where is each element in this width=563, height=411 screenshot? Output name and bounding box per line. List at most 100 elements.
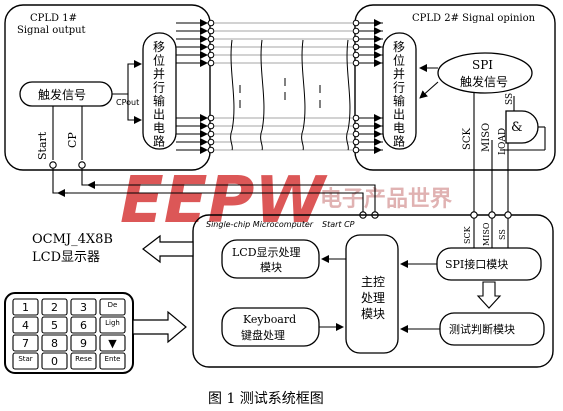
lcd-display: OCMJ_4X8B LCD显示器 [32, 232, 194, 265]
keypad-key-label: 7 [22, 337, 29, 350]
pin [352, 114, 360, 122]
keypad-key[interactable] [41, 334, 68, 352]
keypad-key[interactable] [12, 334, 39, 352]
cpld1-shift-char: 路 [153, 134, 165, 149]
cpld1-shift-char: 输 [153, 93, 165, 108]
keypad-key[interactable] [12, 316, 39, 334]
keypad-key-label: 3 [80, 301, 87, 314]
keypad-key[interactable] [70, 298, 97, 316]
main-ctrl-char: 处理 [361, 291, 385, 305]
figure-caption: 图 1 测试系统框图 [208, 391, 324, 407]
mcu-box: Single-chip Microcomputer Start CP LCD显示… [192, 211, 554, 368]
cpld1-cp-label: CP [66, 132, 79, 148]
watermark-logo-text: EEPW [120, 164, 328, 238]
cpld1-shift-register [142, 32, 177, 150]
pin [352, 43, 360, 51]
cpld1-trigger-label: 触发信号 [38, 87, 86, 102]
pin [352, 35, 360, 43]
start-cp-feedback [52, 168, 379, 219]
pin [352, 146, 360, 154]
pin [207, 51, 215, 59]
cpld2-spi-trigger [437, 52, 533, 94]
keypad-key[interactable] [70, 334, 97, 352]
cpld1-title: CPLD 1# [30, 13, 77, 24]
and-gate-label: & [511, 120, 523, 135]
mcu-sck-label: SCK [463, 225, 472, 244]
lcd-model: OCMJ_4X8B [32, 232, 113, 247]
keypad-key[interactable] [41, 298, 68, 316]
keypad-key[interactable] [12, 298, 39, 316]
keypad-key[interactable] [99, 352, 126, 370]
pin [207, 59, 215, 67]
keypad-key[interactable] [99, 334, 126, 352]
cpld2-load-label: LOAD [498, 128, 508, 155]
mcu-title: Single-chip Microcomputer [206, 220, 314, 229]
pin [207, 43, 215, 51]
cpld2-shift-char: 位 [393, 53, 405, 68]
lcd-display-module [221, 239, 320, 279]
keypad-key[interactable] [41, 316, 68, 334]
pin [207, 114, 215, 122]
keypad-key-label: Ente [105, 355, 121, 363]
keypad-key-label: 5 [51, 319, 58, 332]
and-gate [505, 110, 539, 144]
pin [207, 146, 215, 154]
pin [352, 27, 360, 35]
watermark-subtitle: 电子产品世界 [320, 187, 452, 212]
keypad-key-label: 9 [80, 337, 87, 350]
keypad-key-label: 2 [51, 301, 58, 314]
keypad-key[interactable] [99, 298, 126, 316]
pin [207, 27, 215, 35]
keypad-key[interactable] [12, 352, 39, 370]
cpld1-shift-char: 电 [153, 121, 165, 135]
pin [207, 130, 215, 138]
cpld2-title: CPLD 2# Signal opinion [412, 13, 536, 24]
keypad-key-label: Star [18, 355, 32, 363]
main-ctrl-char: 模块 [361, 307, 385, 321]
cpld2-spi-trigger-label: 触发信号 [460, 74, 508, 89]
keypad-key[interactable] [70, 352, 97, 370]
lcd-module-line2: 模块 [260, 261, 282, 274]
keypad-key-label: Rese [75, 355, 92, 363]
ribbon-cable [214, 22, 353, 151]
keypad-key-label: De [108, 301, 118, 309]
mcu-ss-label: SS [498, 229, 507, 240]
eepw-watermark: EEPW 电子产品世界 [120, 164, 452, 238]
cpld1-box: CPLD 1# Signal output 触发信号 CPout 移位并行输出电… [4, 4, 215, 171]
cpld2-shift-char: 行 [393, 81, 405, 95]
cpld2-shift-char: 输 [393, 93, 405, 108]
pin [352, 138, 360, 146]
cpld2-shift-char: 出 [393, 108, 405, 122]
keypad-key-label: 6 [80, 319, 87, 332]
cpld1-shift-char: 并 [153, 67, 165, 81]
kb-module-line1: Keyboard [243, 313, 296, 326]
cpld2-sck-label: SCK [462, 127, 473, 150]
cpld2-shift-register [382, 32, 417, 150]
keypad-key[interactable] [41, 352, 68, 370]
main-control-module [345, 234, 399, 354]
pin [352, 51, 360, 59]
cpld2-shift-char: 移 [393, 40, 405, 54]
pin [352, 122, 360, 130]
cpld1-subtitle: Signal output [17, 25, 86, 36]
mcu-pin-labels: Start CP [322, 220, 355, 229]
mcu-miso-label: MISO [482, 222, 491, 246]
main-ctrl-char: 主控 [361, 275, 385, 289]
lcd-label: LCD显示器 [32, 250, 100, 265]
cpld1-shift-char: 出 [153, 108, 165, 122]
cpld2-shift-char: 电 [393, 121, 405, 135]
cpld1-shift-char: 行 [153, 81, 165, 95]
keypad-key[interactable] [70, 316, 97, 334]
keypad-key-label: 8 [51, 337, 58, 350]
cpld2-miso-label: MISO [481, 123, 492, 152]
keypad-key[interactable] [99, 316, 126, 334]
kb-module-line2: 键盘处理 [241, 328, 285, 342]
pin [352, 130, 360, 138]
cpld2-shift-char: 路 [393, 134, 405, 149]
cpld1-start-label: Start [36, 131, 49, 160]
cpld2-spi-label: SPI [472, 58, 493, 72]
